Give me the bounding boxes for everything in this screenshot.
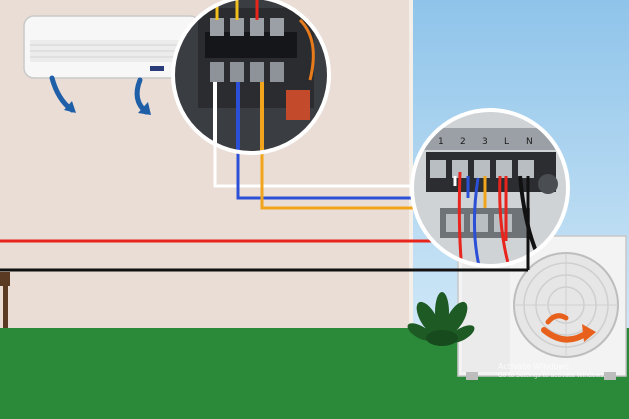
wall-edge bbox=[409, 0, 413, 330]
curved-arrow-icon bbox=[134, 77, 151, 115]
terminal-label: L bbox=[504, 137, 509, 147]
terminal-label: 3 bbox=[482, 137, 488, 147]
terminal-label: 1 bbox=[438, 137, 444, 147]
circular-arrow-icon bbox=[541, 313, 596, 343]
outdoor-terminal-zoom: 1 2 3 L N bbox=[410, 108, 570, 268]
terminal-label: 2 bbox=[460, 137, 466, 147]
table-furniture bbox=[0, 272, 10, 328]
curved-arrow-icon bbox=[49, 75, 76, 113]
terminal-label: N bbox=[526, 137, 533, 147]
indoor-terminal-zoom bbox=[171, 0, 331, 155]
plant bbox=[407, 292, 475, 346]
indoor-unit bbox=[23, 15, 201, 79]
